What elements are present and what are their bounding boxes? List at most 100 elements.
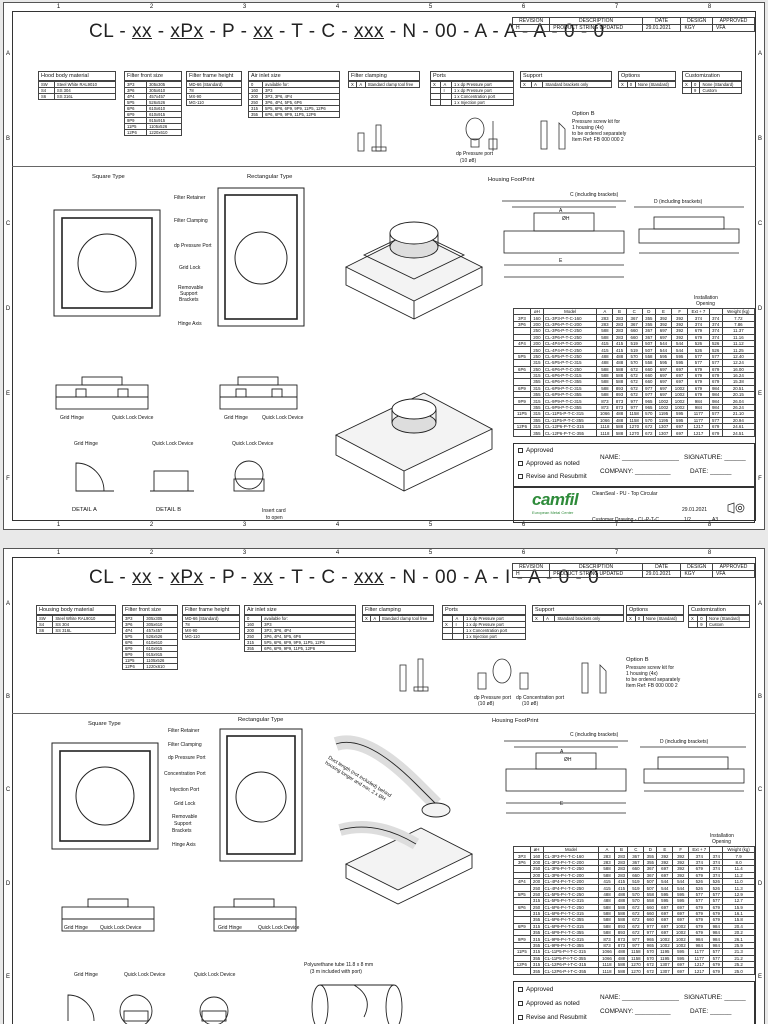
revise-checkbox-2[interactable] [518,1015,523,1020]
code-segment: T [291,21,303,42]
models-cell: 679 [687,371,710,380]
ruler-mark: 6 [521,550,526,556]
option-b-label: Option B [572,111,595,117]
projection-symbol-icon [727,502,745,514]
option-title: Filter clamping [362,605,434,615]
option-cell: 0 [634,615,644,622]
code-segment: - [516,21,534,42]
option-title: Support [532,605,624,615]
models-cell: 660 [625,333,643,341]
filter-retainer-label: Filter Retainer [174,195,206,201]
models-cell: 588 [596,365,614,373]
approved-noted-checkbox[interactable] [518,461,523,466]
models-cell: 1118 [598,967,616,975]
ruler-mark: 2 [149,4,154,10]
company-field[interactable]: COMPANY: __________ [600,468,671,475]
approved-noted-checkbox-2[interactable] [518,1001,523,1006]
models-cell: 7.72 [721,314,756,322]
name-field[interactable]: NAME: ________________ [600,454,679,461]
option-cell: A [370,615,380,622]
detail-drawings-2 [67,994,229,1024]
ruler-mark: 1 [56,522,61,528]
install-opening-2: Opening [696,301,715,307]
models-cell: 11.12 [721,339,756,348]
square-type-label: Square Type [92,174,125,180]
revision-cell: DESCRIPTION [549,17,643,25]
models-cell: 1270 [627,967,645,975]
dim-h-label-2: ØH [564,757,572,763]
option-cell: S6 [38,93,55,100]
code-segment: xx [253,567,274,588]
section-divider [12,166,756,167]
code-segment: - [569,567,589,588]
models-cell: 283 [596,320,614,329]
models-cell: 20.94 [721,416,756,425]
approved-noted-label-2: Approved as noted [526,1000,580,1007]
ruler-mark: E [5,974,10,981]
brackets-label-2: Brackets [172,828,192,834]
models-cell: 250 [529,327,544,335]
date-field-2[interactable]: DATE: ______ [690,1008,732,1015]
detail-b-label: DETAIL B [156,507,182,513]
models-cell: 679 [708,429,723,437]
rect-type-view-2 [219,728,303,862]
revision-cell: KGY [680,570,714,578]
grid-hinge-label-2-2: Grid Hinge [218,925,242,931]
code-segment: xxx [354,21,385,42]
models-cell: 315 [529,410,544,418]
removable-label: Removable [178,285,204,291]
revision-cell: DESCRIPTION [549,563,643,571]
ruler-mark: D [5,880,11,887]
ruler-mark: 4 [335,522,340,528]
date-field[interactable]: DATE: ______ [690,468,732,475]
revision-cell: DATE [641,563,682,571]
option-cell: X [347,81,358,88]
revision-cell: KGY [680,24,714,32]
code-segment: - [203,21,222,42]
option-title: Air inlet size [244,605,356,615]
dp-port-label-2: dp Pressure port [474,695,511,701]
signature-field[interactable]: SIGNATURE: ______ [684,454,746,461]
company-field-2[interactable]: COMPANY: __________ [600,1008,671,1015]
models-cell: 315 [529,422,544,431]
code-segment: - [113,21,132,42]
name-field-2[interactable]: NAME: ________________ [600,994,679,1001]
revision-cell: VFA [712,570,755,578]
approved-checkbox[interactable] [518,448,523,453]
ports-drawing-2 [477,658,529,690]
option-b-note-1: Pressure screw kit for [572,119,621,125]
option-b-note-2: 1 housing (4x) [572,125,604,131]
signature-field-2[interactable]: SIGNATURE: ______ [684,994,746,1001]
option-cell: 1220x610 [146,129,182,136]
models-cell: 12.24 [721,359,756,367]
isometric-ducted-view [333,735,474,905]
option-cell [682,87,692,94]
models-cell: 873 [596,397,614,405]
revision-cell: DATE [641,17,682,25]
option-cell: 1 x Injection port [462,633,527,640]
ruler-mark: E [5,390,10,397]
approved-checkbox-2[interactable] [518,987,523,992]
ruler-mark: D [5,305,11,312]
revise-checkbox[interactable] [518,474,523,479]
models-cell: 26.24 [721,403,756,412]
code-segment: xPx [170,567,204,588]
models-cell: 355 [529,391,544,399]
models-cell: 588 [596,333,614,341]
models-header-cell: C [625,307,643,316]
